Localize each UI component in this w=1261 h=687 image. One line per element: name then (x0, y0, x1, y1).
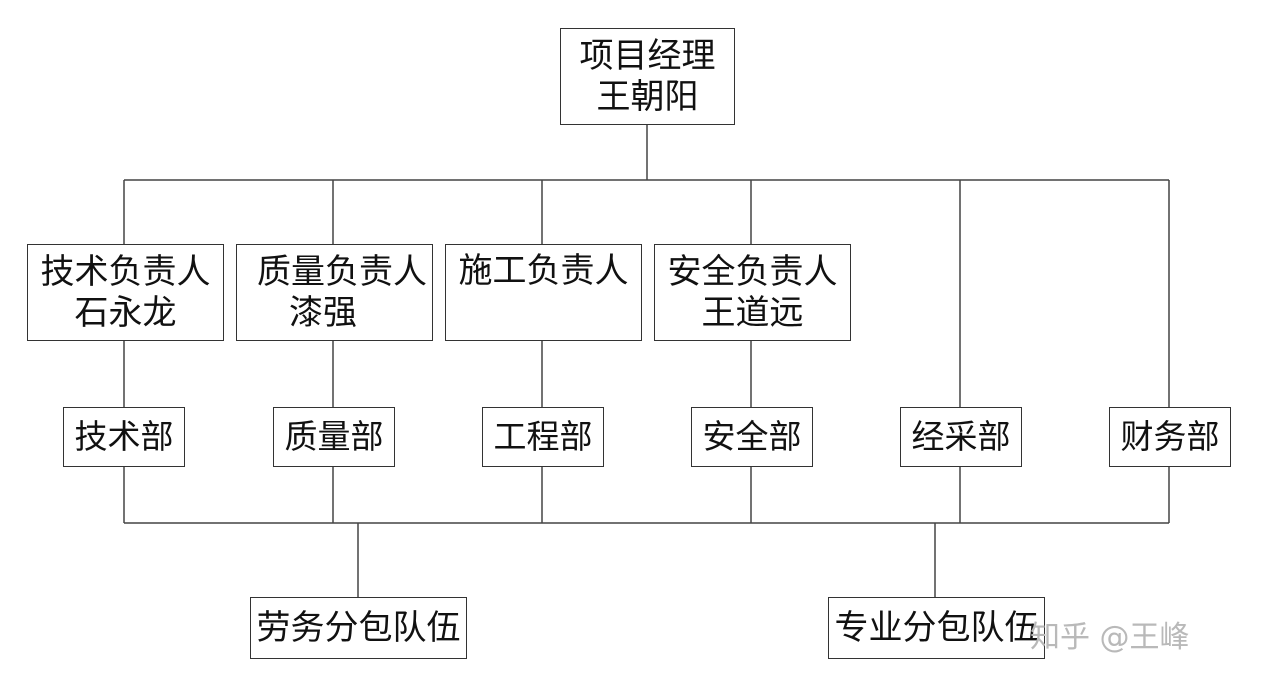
engineering-department-box: 工程部 (482, 407, 604, 467)
department-label: 技术部 (74, 417, 174, 457)
project-manager-box: 项目经理 王朝阳 (560, 28, 735, 125)
lead-title: 技术负责人 (40, 251, 211, 292)
lead-name: 王道远 (701, 292, 804, 333)
team-label: 专业分包队伍 (834, 607, 1039, 648)
safety-department-box: 安全部 (691, 407, 813, 467)
lead-name: 漆强 (289, 292, 357, 333)
department-label: 经采部 (911, 417, 1011, 457)
construction-lead-box: 施工负责人 (445, 244, 642, 341)
quality-department-box: 质量部 (273, 407, 395, 467)
department-label: 财务部 (1120, 417, 1220, 457)
technical-lead-box: 技术负责人 石永龙 (27, 244, 224, 341)
lead-title: 施工负责人 (458, 251, 629, 291)
manager-name: 王朝阳 (596, 76, 699, 117)
lead-name: 石永龙 (74, 292, 177, 333)
department-label: 工程部 (493, 417, 593, 457)
procurement-department-box: 经采部 (900, 407, 1022, 467)
finance-department-box: 财务部 (1109, 407, 1231, 467)
labor-subcontract-team-box: 劳务分包队伍 (250, 597, 467, 659)
manager-title: 项目经理 (579, 35, 716, 76)
lead-title: 质量负责人 (257, 251, 427, 292)
specialty-subcontract-team-box: 专业分包队伍 (828, 597, 1045, 659)
watermark-text: 知乎 @王峰 (1030, 620, 1190, 655)
safety-lead-box: 安全负责人 王道远 (654, 244, 851, 341)
department-label: 安全部 (702, 417, 802, 457)
technical-department-box: 技术部 (63, 407, 185, 467)
department-label: 质量部 (284, 417, 384, 457)
team-label: 劳务分包队伍 (256, 607, 461, 648)
lead-title: 安全负责人 (667, 251, 838, 292)
quality-lead-box: 质量负责人 漆强 (236, 244, 433, 341)
